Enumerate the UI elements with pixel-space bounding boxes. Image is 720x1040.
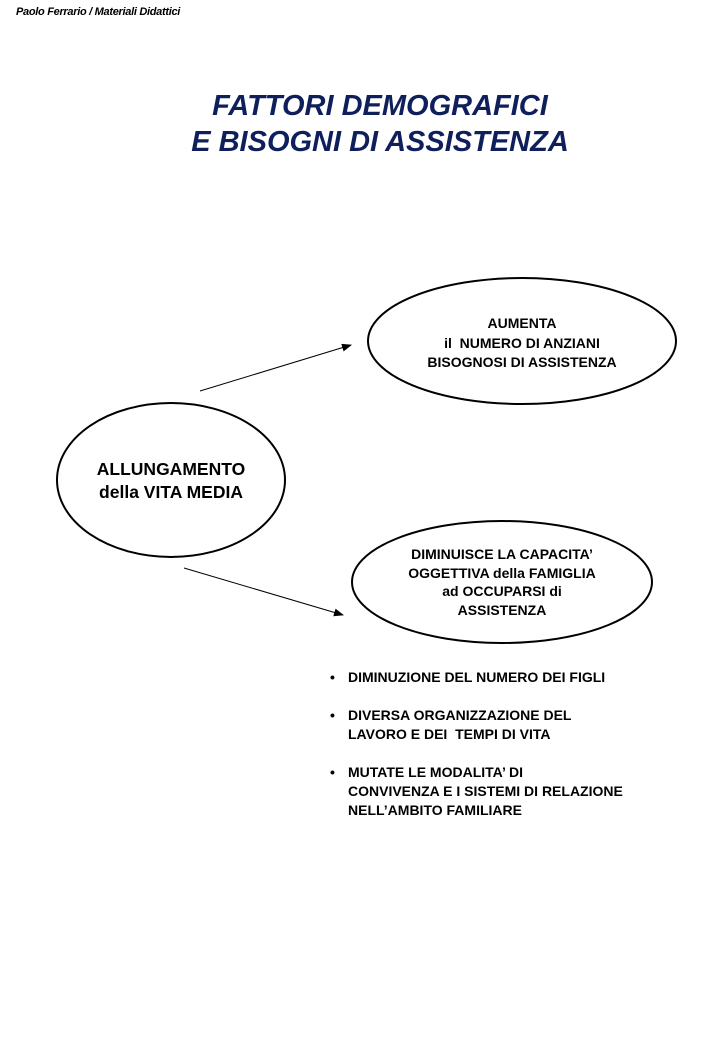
title-line-1: FATTORI DEMOGRAFICI — [212, 90, 548, 122]
list-item: • DIVERSA ORGANIZZAZIONE DEL LAVORO E DE… — [330, 706, 623, 744]
text-line: della VITA MEDIA — [99, 482, 243, 502]
bullet-icon: • — [330, 707, 335, 723]
arrow-to-bottom-effect — [183, 567, 344, 617]
text-line: ad OCCUPARSI di — [442, 583, 562, 599]
arrow-to-top-effect — [199, 343, 352, 392]
title-line-2: E BISOGNI DI ASSISTENZA — [191, 126, 569, 158]
text-line: DIMINUZIONE DEL NUMERO DEI FIGLI — [348, 669, 606, 685]
bottom-effect-ellipse — [351, 520, 653, 644]
text-line: DIVERSA ORGANIZZAZIONE DEL — [348, 707, 572, 723]
bullet-icon: • — [330, 764, 335, 780]
top-effect-ellipse — [367, 277, 677, 405]
text-line: OGGETTIVA della FAMIGLIA — [408, 564, 596, 581]
text-line: LAVORO E DEI TEMPI DI VITA — [348, 726, 551, 742]
text-line: CONVIVENZA E I SISTEMI DI RELAZIONE — [348, 783, 623, 799]
center-ellipse — [56, 402, 286, 558]
header-text: Paolo Ferrario / Materiali Didattici — [16, 6, 181, 18]
bottom-effect-text: DIMINUISCE LA CAPACITA’ OGGETTIVA della … — [351, 545, 653, 619]
text-line: DIMINUISCE LA CAPACITA’ — [411, 546, 593, 562]
text-line: ASSISTENZA — [457, 601, 547, 618]
bullet-list: • DIMINUZIONE DEL NUMERO DEI FIGLI • DIV… — [330, 668, 623, 839]
top-effect-text: AUMENTA il NUMERO DI ANZIANI BISOGNOSI D… — [367, 314, 677, 373]
text-line: il NUMERO DI ANZIANI — [444, 334, 600, 351]
text-line: MUTATE LE MODALITA’ DI — [348, 764, 523, 780]
center-text: ALLUNGAMENTO della VITA MEDIA — [56, 458, 286, 504]
text-line: ALLUNGAMENTO — [96, 459, 246, 479]
text-line: NELL’AMBITO FAMILIARE — [348, 802, 522, 818]
list-item: • DIMINUZIONE DEL NUMERO DEI FIGLI — [330, 668, 623, 687]
text-line: BISOGNOSI DI ASSISTENZA — [427, 354, 617, 370]
list-item: • MUTATE LE MODALITA’ DI CONVIVENZA E I … — [330, 763, 623, 820]
text-line: AUMENTA — [487, 315, 557, 331]
page-title: FATTORI DEMOGRAFICI E BISOGNI DI ASSISTE… — [0, 88, 720, 160]
bullet-icon: • — [330, 669, 335, 685]
